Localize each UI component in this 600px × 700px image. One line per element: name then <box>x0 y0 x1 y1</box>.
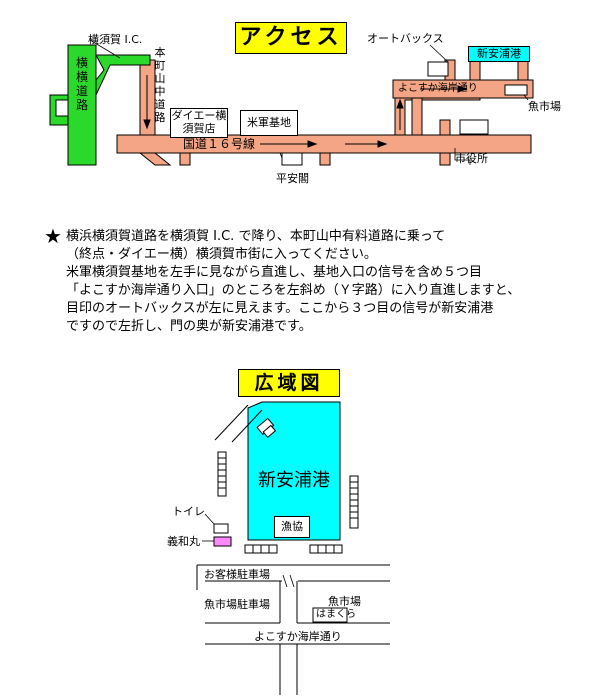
hamakura-label: はまくら <box>316 609 356 620</box>
fishmarket-building <box>504 84 528 96</box>
connector-1 <box>411 97 423 136</box>
expressway-main <box>67 44 97 166</box>
access-title: アクセス <box>235 22 347 54</box>
shinyasura-label: 新安浦港 <box>468 46 530 62</box>
gyokyo-label: 漁協 <box>274 516 310 538</box>
honcho-road-spur <box>138 152 172 166</box>
star-icon: ★ <box>44 224 62 248</box>
toilet-label: トイレ <box>172 505 205 518</box>
breakwater <box>214 404 249 441</box>
fish-parking-label: 魚市場駐車場 <box>204 598 270 611</box>
daiei-label: ダイエー横須賀店 <box>170 108 228 138</box>
directions-line: 「よこすか海岸通り入口」のところを左斜め（Ｙ字路）に入り直進しますと、 <box>66 283 521 298</box>
directions-line: ですので左折し、門の奥が新安浦港です。 <box>66 319 312 334</box>
parking-right <box>349 475 359 529</box>
directions-line: （終点・ダイエー横）横須賀市街に入ってください。 <box>66 247 377 262</box>
kaigan-label: よこすか海岸通り <box>398 83 478 94</box>
directions-line: 横浜横須賀道路を横須賀 I.C. で降り、本町山中有料道路に乗って <box>66 229 446 244</box>
area-roads <box>196 564 390 695</box>
toilet-leader <box>204 513 215 525</box>
stub-4 <box>439 119 451 136</box>
parking-left <box>217 451 227 497</box>
stub-1 <box>179 152 191 166</box>
yokosuka-ic-label: 横須賀 I.C. <box>88 33 143 46</box>
directions-text: 横浜横須賀道路を横須賀 I.C. で降り、本町山中有料道路に乗って （終点・ダイ… <box>44 228 594 336</box>
road-break-mark <box>282 574 295 588</box>
toilet-building <box>213 523 229 534</box>
giwamaru-label: 義和丸 <box>167 535 200 548</box>
expressway-ramp <box>95 54 151 96</box>
honcho-label: 本町山中道路 <box>154 46 166 124</box>
route-arrows <box>143 75 468 148</box>
giwamaru-boat <box>213 536 232 547</box>
heiankaku-label: 平安閣 <box>276 172 309 185</box>
autobacs-building <box>427 61 449 77</box>
hamakura-building <box>312 607 348 623</box>
expressway-loop-inner <box>55 99 69 117</box>
stub-2 <box>319 152 331 166</box>
autobacs-label: オートバックス <box>367 32 444 45</box>
stub-3 <box>439 152 451 166</box>
fishmarket-label: 魚市場 <box>528 100 561 113</box>
beigun-label: 米軍基地 <box>240 110 298 136</box>
port-label: 新安浦港 <box>258 470 330 491</box>
port-basin <box>247 401 341 541</box>
parking-bottom <box>244 544 343 554</box>
boat-icon-2 <box>262 424 277 438</box>
expressway-label: 横横道路 <box>75 56 88 112</box>
heiankaku-building <box>281 152 303 166</box>
area-map-title: 広域図 <box>238 369 340 397</box>
directions-line: 米軍横須賀基地を左手に見ながら直進し、基地入口の信号を含め５つ目 <box>66 265 483 280</box>
cityhall-building <box>459 119 489 135</box>
area-kaigan-label: よこすか海岸通り <box>254 630 342 643</box>
area-fishmarket-label: 魚市場 <box>328 595 361 608</box>
breakwater-2 <box>231 409 263 443</box>
route16-label: 国道１６号線 <box>183 137 256 151</box>
guest-parking-label: お客様駐車場 <box>204 568 270 581</box>
cityhall-label: 市役所 <box>455 152 488 165</box>
directions-line: 目印のオートバックスが左に見えます。ここから３つ目の信号が新安浦港 <box>66 301 494 316</box>
